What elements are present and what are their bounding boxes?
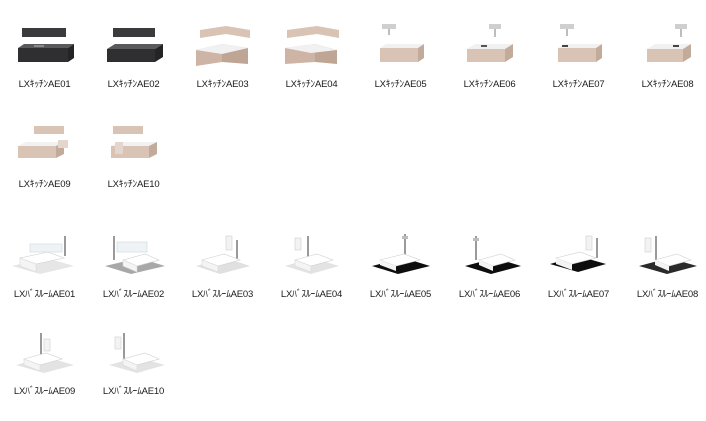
file-item-label: LXﾊﾞｽﾙｰﾑAE01	[13, 289, 76, 300]
file-item-label: LXﾊﾞｽﾙｰﾑAE07	[547, 289, 610, 300]
file-item-kitchen-ae04[interactable]: LXｷｯﾁﾝAE04	[267, 18, 356, 90]
peninsula-kitchen-thumbnail	[4, 118, 84, 174]
file-item-label: LXｷｯﾁﾝAE06	[463, 79, 516, 90]
island-kitchen-hood-thumbnail	[627, 18, 706, 74]
file-item-bathroom-ae06[interactable]: LXﾊﾞｽﾙｰﾑAE06	[445, 228, 534, 300]
file-item-bathroom-ae04[interactable]: LXﾊﾞｽﾙｰﾑAE04	[267, 228, 356, 300]
file-item-label: LXﾊﾞｽﾙｰﾑAE09	[13, 386, 76, 397]
dark-kitchen-thumbnail	[93, 18, 173, 74]
file-item-label: LXｷｯﾁﾝAE03	[196, 79, 249, 90]
l-shaped-kitchen-thumbnail	[271, 18, 351, 74]
file-item-label: LXｷｯﾁﾝAE05	[374, 79, 427, 90]
file-item-kitchen-ae05[interactable]: LXｷｯﾁﾝAE05	[356, 18, 445, 90]
file-item-label: LXｷｯﾁﾝAE04	[285, 79, 338, 90]
island-kitchen-hood-thumbnail	[538, 18, 618, 74]
white-bathroom-thumbnail	[4, 228, 84, 284]
file-item-bathroom-ae02[interactable]: LXﾊﾞｽﾙｰﾑAE02	[89, 228, 178, 300]
l-shaped-kitchen-thumbnail	[182, 18, 262, 74]
file-item-bathroom-ae08[interactable]: LXﾊﾞｽﾙｰﾑAE08	[623, 228, 706, 300]
file-item-label: LXｷｯﾁﾝAE07	[552, 79, 605, 90]
file-item-kitchen-ae01[interactable]: LXｷｯﾁﾝAE01	[0, 18, 89, 90]
file-item-bathroom-ae03[interactable]: LXﾊﾞｽﾙｰﾑAE03	[178, 228, 267, 300]
file-item-bathroom-ae05[interactable]: LXﾊﾞｽﾙｰﾑAE05	[356, 228, 445, 300]
file-item-label: LXﾊﾞｽﾙｰﾑAE02	[102, 289, 165, 300]
black-bathroom-thumbnail	[360, 228, 440, 284]
dark-grey-bathroom-thumbnail	[627, 228, 706, 284]
file-item-label: LXﾊﾞｽﾙｰﾑAE08	[636, 289, 699, 300]
file-item-label: LXｷｯﾁﾝAE08	[641, 79, 694, 90]
file-item-bathroom-ae07[interactable]: LXﾊﾞｽﾙｰﾑAE07	[534, 228, 623, 300]
file-item-label: LXｷｯﾁﾝAE10	[107, 179, 160, 190]
file-item-label: LXﾊﾞｽﾙｰﾑAE05	[369, 289, 432, 300]
file-item-bathroom-ae09[interactable]: LXﾊﾞｽﾙｰﾑAE09	[0, 325, 89, 397]
grey-bathroom-thumbnail	[93, 228, 173, 284]
file-item-label: LXﾊﾞｽﾙｰﾑAE06	[458, 289, 521, 300]
black-bathroom-thumbnail	[538, 228, 618, 284]
white-bathroom-thumbnail	[93, 325, 173, 381]
file-item-kitchen-ae02[interactable]: LXｷｯﾁﾝAE02	[89, 18, 178, 90]
black-bathroom-thumbnail	[449, 228, 529, 284]
file-item-kitchen-ae06[interactable]: LXｷｯﾁﾝAE06	[445, 18, 534, 90]
white-bathroom-thumbnail	[4, 325, 84, 381]
file-item-label: LXｷｯﾁﾝAE09	[18, 179, 71, 190]
file-item-bathroom-ae01[interactable]: LXﾊﾞｽﾙｰﾑAE01	[0, 228, 89, 300]
peninsula-kitchen-thumbnail	[93, 118, 173, 174]
file-item-bathroom-ae10[interactable]: LXﾊﾞｽﾙｰﾑAE10	[89, 325, 178, 397]
file-item-kitchen-ae03[interactable]: LXｷｯﾁﾝAE03	[178, 18, 267, 90]
file-item-label: LXﾊﾞｽﾙｰﾑAE10	[102, 386, 165, 397]
file-item-label: LXﾊﾞｽﾙｰﾑAE03	[191, 289, 254, 300]
white-bathroom-thumbnail	[182, 228, 262, 284]
file-item-label: LXﾊﾞｽﾙｰﾑAE04	[280, 289, 343, 300]
island-kitchen-hood-thumbnail	[360, 18, 440, 74]
file-item-kitchen-ae10[interactable]: LXｷｯﾁﾝAE10	[89, 118, 178, 190]
white-bathroom-thumbnail	[271, 228, 351, 284]
file-item-kitchen-ae09[interactable]: LXｷｯﾁﾝAE09	[0, 118, 89, 190]
file-item-label: LXｷｯﾁﾝAE01	[18, 79, 71, 90]
file-item-label: LXｷｯﾁﾝAE02	[107, 79, 160, 90]
file-item-kitchen-ae07[interactable]: LXｷｯﾁﾝAE07	[534, 18, 623, 90]
file-item-kitchen-ae08[interactable]: LXｷｯﾁﾝAE08	[623, 18, 706, 90]
island-kitchen-hood-thumbnail	[449, 18, 529, 74]
dark-kitchen-thumbnail	[4, 18, 84, 74]
